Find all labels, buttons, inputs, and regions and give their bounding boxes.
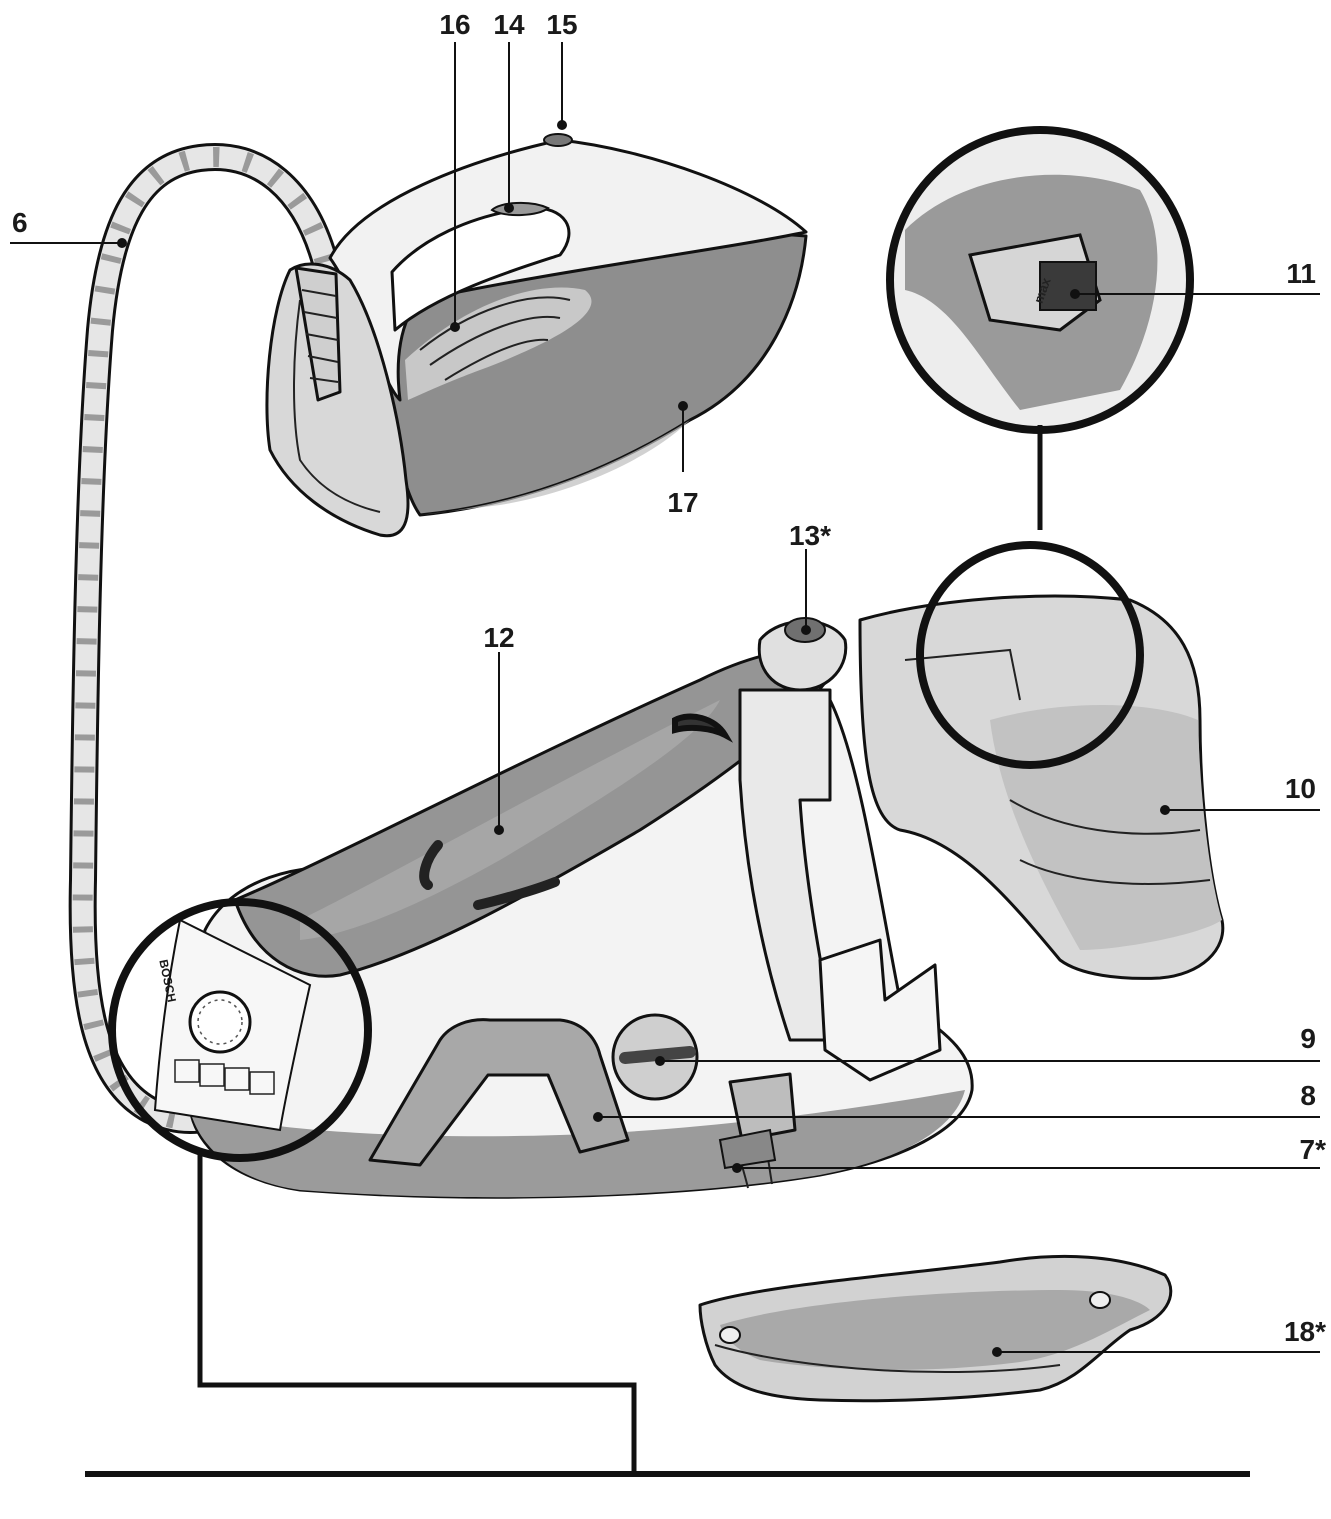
base-station	[187, 617, 974, 1199]
frame-lines	[85, 1150, 1250, 1477]
callout-16: 16	[439, 9, 470, 40]
callout-labels: 16 14 15 6 11 17 13* 12 10 9 8 7* 18*	[12, 9, 1326, 1347]
callout-15: 15	[546, 9, 577, 40]
callout-9: 9	[1300, 1023, 1316, 1054]
soleplate-protector	[698, 1254, 1173, 1403]
callout-13: 13*	[789, 520, 831, 551]
callout-8: 8	[1300, 1080, 1316, 1111]
callout-7: 7*	[1300, 1134, 1327, 1165]
descale-detail-ring: max	[886, 126, 1194, 530]
callout-6: 6	[12, 207, 28, 238]
callout-12: 12	[483, 622, 514, 653]
callout-14: 14	[493, 9, 525, 40]
leader-lines	[10, 42, 1320, 1357]
callout-11: 11	[1286, 258, 1316, 289]
iron	[265, 133, 808, 538]
callout-18: 18*	[1284, 1316, 1326, 1347]
water-tank	[858, 594, 1225, 980]
tank-opening-ring	[916, 541, 1144, 769]
callout-10: 10	[1285, 773, 1316, 804]
control-panel-ring: BOSCH	[108, 898, 372, 1162]
callout-17: 17	[667, 487, 698, 518]
